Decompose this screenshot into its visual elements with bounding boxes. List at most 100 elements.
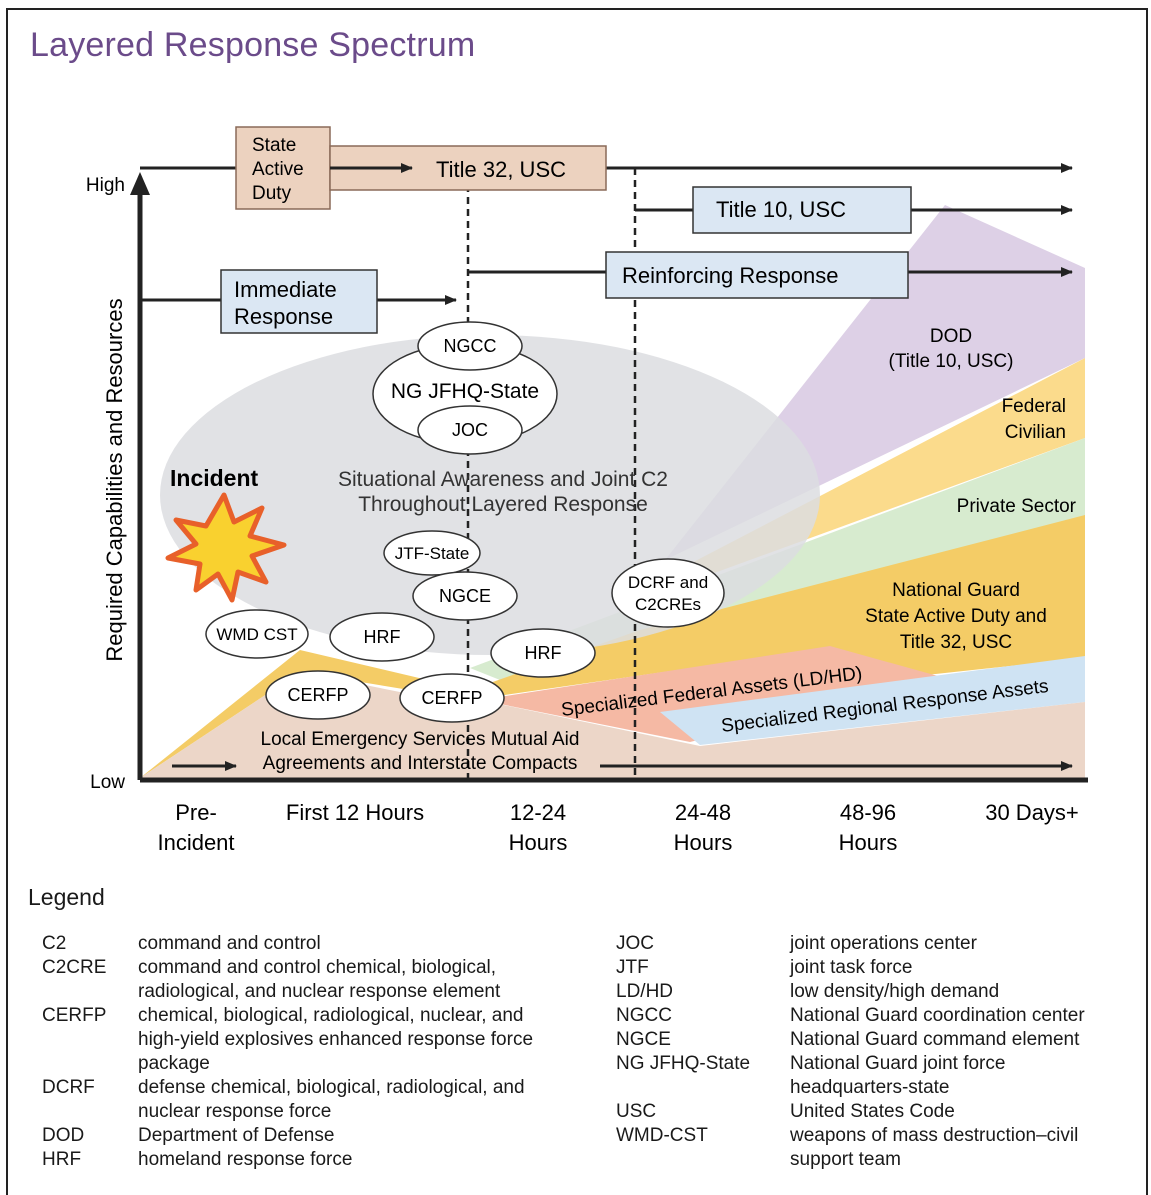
y-high-label: High	[86, 175, 125, 196]
legend-definition: United States Code	[790, 1101, 955, 1122]
reinforcing-response-label: Reinforcing Response	[622, 263, 838, 288]
legend-entry: WMD-CST weapons of mass destruction–civil…	[616, 1124, 1146, 1172]
legend-definition: defense chemical, biological, radiologic…	[138, 1077, 525, 1122]
legend-definition: weapons of mass destruction–civil suppor…	[790, 1125, 1079, 1170]
page-title: Layered Response Spectrum	[30, 26, 476, 64]
joc-label: JOC	[452, 420, 488, 440]
legend-abbreviation: DCRF	[42, 1077, 95, 1098]
legend-abbreviation: C2CRE	[42, 957, 107, 978]
dod-label: DOD(Title 10, USC)	[889, 326, 1014, 372]
private-sector-label: Private Sector	[957, 496, 1077, 517]
legend-abbreviation: DOD	[42, 1125, 85, 1146]
svg-text:CERFP: CERFP	[287, 685, 348, 705]
specialized-federal-area	[480, 646, 945, 742]
legend-definition: National Guard coordination center	[790, 1005, 1085, 1026]
title32-label: Title 32, USC	[436, 157, 566, 182]
legend-definition: command and control	[138, 933, 321, 954]
legend-title: Legend	[28, 884, 105, 910]
legend-abbreviation: CERFP	[42, 1005, 107, 1026]
svg-text:HRF: HRF	[525, 643, 562, 663]
svg-text:Situational Awareness and Join: Situational Awareness and Joint C2Throug…	[338, 468, 668, 516]
legend-definition: low density/high demand	[790, 981, 1000, 1002]
legend-abbreviation: C2	[42, 933, 67, 954]
cerfp-ellipse-2: CERFP	[399, 673, 505, 723]
legend-entry: HRF homeland response force	[42, 1148, 602, 1172]
immediate-response-box	[220, 269, 378, 334]
wmd-cst-ellipse: WMD CST	[205, 609, 309, 659]
ngcc-jfhq-group: NGCC NG JFHQ-State JOC	[372, 321, 558, 455]
legend-definition: command and control chemical, biological…	[138, 957, 501, 1002]
legend-entry: NGCC National Guard coordination center	[616, 1004, 1146, 1028]
ngce-ellipse: NGCE	[412, 571, 518, 621]
cerfp-ellipse-1: CERFP	[265, 670, 371, 720]
incident-burst-icon	[165, 492, 287, 603]
legend-entry: JTF joint task force	[616, 956, 1146, 980]
legend-entry: CERFP chemical, biological, radiological,…	[42, 1004, 602, 1076]
legend-abbreviation: LD/HD	[616, 981, 674, 1002]
y-axis-arrowhead	[130, 172, 150, 195]
local-emergency-area	[140, 672, 1085, 778]
legend-abbreviation: USC	[616, 1101, 657, 1122]
legend-abbreviation: NGCC	[616, 1005, 672, 1026]
legend-definition: joint operations center	[790, 933, 977, 954]
legend-definition: joint task force	[790, 957, 913, 978]
figure-frame	[6, 8, 1148, 1195]
hrf-ellipse-2: HRF	[490, 628, 596, 678]
legend-abbreviation: WMD-CST	[616, 1125, 708, 1146]
reinforcing-response-box	[605, 251, 909, 299]
legend-abbreviation: JTF	[616, 957, 649, 978]
x-tick-label: Pre-Incident	[157, 800, 234, 855]
svg-text:DOD(Title 10, USC): DOD(Title 10, USC)	[889, 326, 1014, 372]
joc-ellipse	[417, 405, 523, 455]
svg-text:HRF: HRF	[364, 627, 401, 647]
legend-entry: JOC joint operations center	[616, 932, 1146, 956]
svg-text:JTF-State: JTF-State	[395, 544, 470, 563]
svg-text:Local Emergency Services Mutua: Local Emergency Services Mutual AidAgree…	[261, 729, 580, 774]
legend-entry: NGCE National Guard command element	[616, 1028, 1146, 1052]
legend-definition: homeland response force	[138, 1149, 353, 1170]
legend-abbreviation: NG JFHQ-State	[616, 1053, 751, 1074]
jfhq-label: NG JFHQ-State	[391, 380, 539, 403]
legend-entry: C2CRE command and control chemical, biolo…	[42, 956, 602, 1004]
legend-entry: C2 command and control	[42, 932, 602, 956]
legend-definition: Department of Defense	[138, 1125, 335, 1146]
incident-label: Incident	[170, 465, 259, 491]
legend-entry: LD/HD low density/high demand	[616, 980, 1146, 1004]
state-active-duty-box	[235, 126, 331, 210]
legend-definition: National Guard command element	[790, 1029, 1080, 1050]
ngcc-label: NGCC	[444, 336, 497, 356]
legend-definition: chemical, biological, radiological, nucl…	[138, 1005, 534, 1074]
legend-abbreviation: HRF	[42, 1149, 82, 1170]
legend-entry: USC United States Code	[616, 1100, 1146, 1124]
x-tick-label: 30 Days+	[985, 800, 1079, 825]
national-guard-area	[140, 515, 1085, 778]
svg-text:NGCE: NGCE	[439, 586, 491, 606]
svg-text:WMD CST: WMD CST	[216, 625, 297, 644]
legend-definition: National Guard joint force headquarters-…	[790, 1053, 1006, 1098]
legend-entry: DOD Department of Defense	[42, 1124, 602, 1148]
jtf-state-ellipse: JTF-State	[383, 530, 481, 576]
y-axis-title: Required Capabilities and Resources	[102, 298, 127, 661]
legend-entry: DCRF defense chemical, biological, radiol…	[42, 1076, 602, 1124]
hrf-ellipse-1: HRF	[329, 612, 435, 662]
legend-abbreviation: JOC	[616, 933, 654, 954]
legend-abbreviation: NGCE	[616, 1029, 671, 1050]
title10-box	[692, 186, 912, 234]
